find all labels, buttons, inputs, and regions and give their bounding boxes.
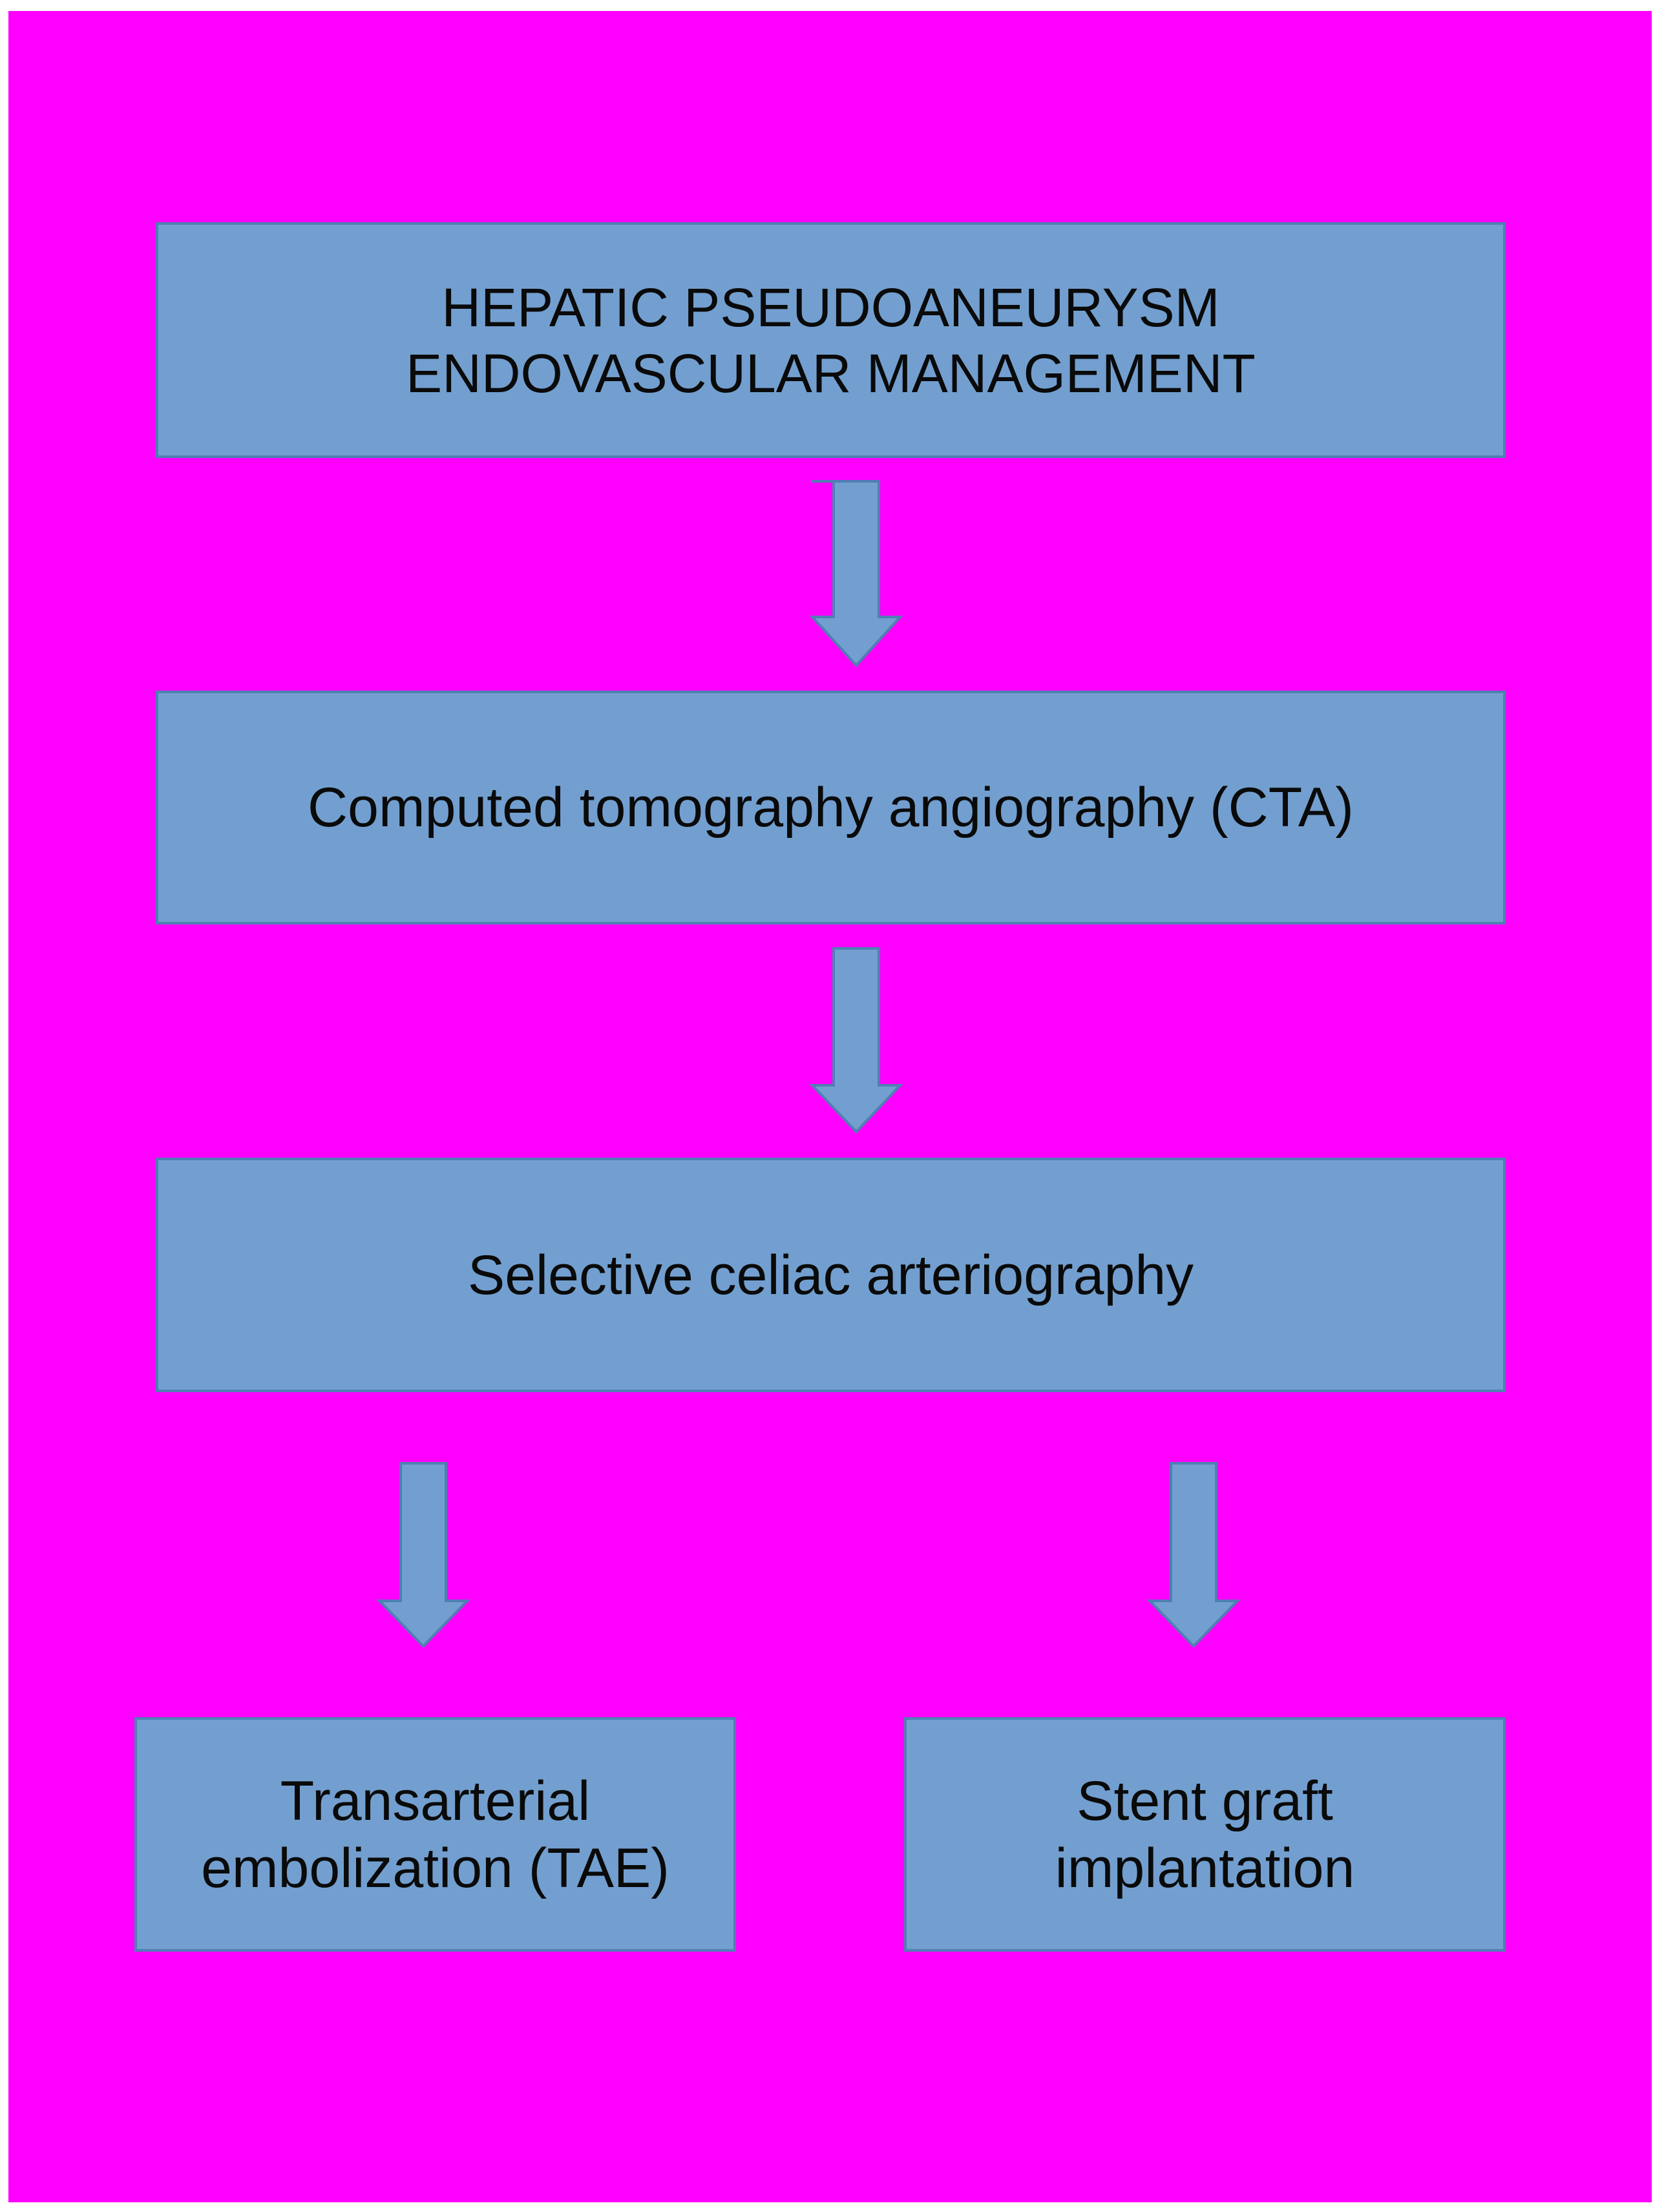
tae-option-box: Transarterial embolization (TAE) bbox=[134, 1717, 736, 1952]
title-line-1: HEPATIC PSEUDOANEURYSM bbox=[441, 276, 1220, 338]
celiac-step-text: Selective celiac arteriography bbox=[468, 1242, 1194, 1309]
tae-option-text: Transarterial embolization (TAE) bbox=[201, 1768, 669, 1902]
arrow-down-icon bbox=[809, 480, 903, 667]
celiac-step-label: Selective celiac arteriography bbox=[467, 1244, 1194, 1306]
arrow-title-to-cta bbox=[809, 480, 903, 667]
tae-option-line-1: Transarterial bbox=[280, 1769, 591, 1832]
stent-option-line-1: Stent graft bbox=[1077, 1769, 1333, 1832]
arrow-celiac-to-tae bbox=[376, 1462, 470, 1648]
arrow-down-icon bbox=[809, 947, 903, 1134]
celiac-step-box: Selective celiac arteriography bbox=[156, 1158, 1506, 1392]
cta-step-text: Computed tomography angiography (CTA) bbox=[308, 774, 1354, 841]
cta-step-box: Computed tomography angiography (CTA) bbox=[156, 691, 1506, 924]
title-box: HEPATIC PSEUDOANEURYSM ENDOVASCULAR MANA… bbox=[156, 222, 1506, 458]
arrow-down-icon bbox=[376, 1462, 470, 1648]
arrow-down-icon bbox=[1146, 1462, 1241, 1648]
cta-step-label: Computed tomography angiography (CTA) bbox=[308, 777, 1354, 839]
title-line-2: ENDOVASCULAR MANAGEMENT bbox=[406, 342, 1256, 404]
stent-option-box: Stent graft implantation bbox=[904, 1717, 1506, 1952]
tae-option-line-2: embolization (TAE) bbox=[201, 1837, 669, 1899]
arrow-celiac-to-stent bbox=[1146, 1462, 1241, 1648]
stent-option-text: Stent graft implantation bbox=[1055, 1768, 1355, 1902]
arrow-cta-to-celiac bbox=[809, 947, 903, 1134]
title-text: HEPATIC PSEUDOANEURYSM ENDOVASCULAR MANA… bbox=[406, 275, 1256, 406]
stent-option-line-2: implantation bbox=[1055, 1837, 1355, 1899]
